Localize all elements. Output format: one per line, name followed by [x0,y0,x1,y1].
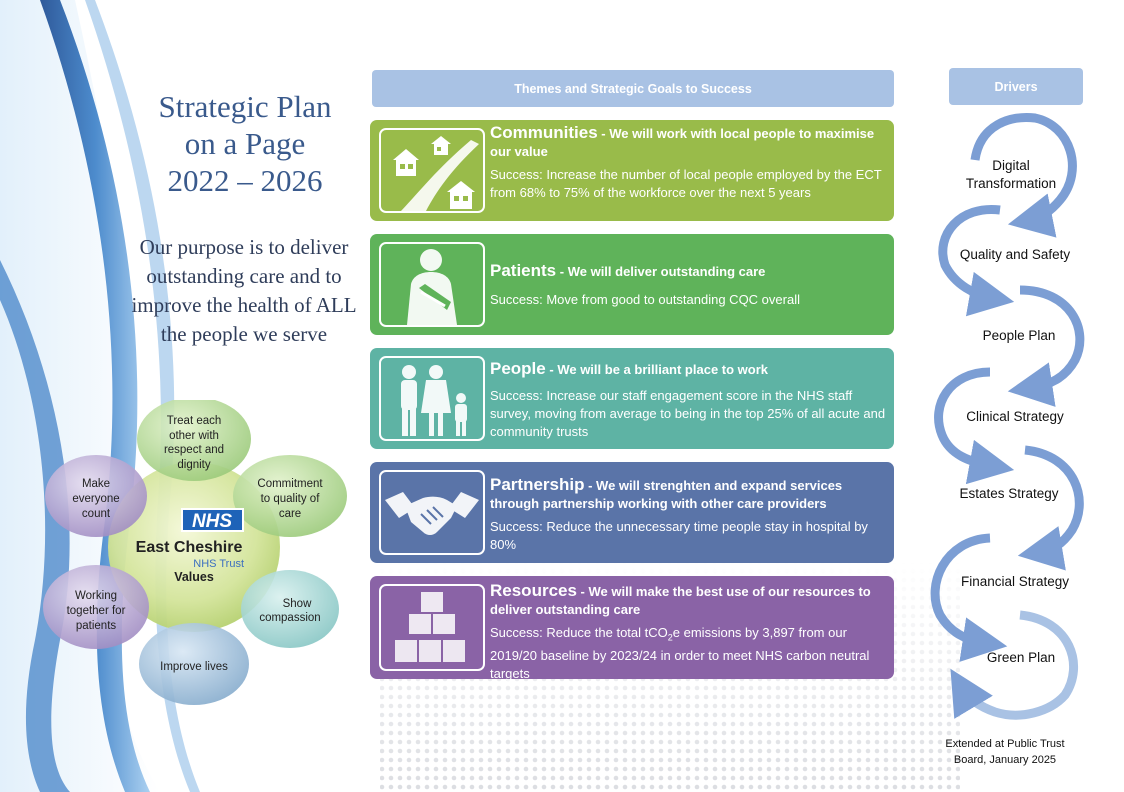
purpose-statement: Our purpose is to deliver outstanding ca… [131,235,357,346]
theme-title: Patients [490,261,557,280]
theme-success: Success: Increase the number of local pe… [490,167,882,200]
handshake-icon [379,470,485,555]
value-petal [139,623,249,705]
title-line: 2022 – 2026 [167,163,323,198]
value-petal [43,565,149,649]
flow-arrow [1007,285,1085,407]
flow-arrow [950,610,1078,720]
driver-financial-strategy: Financial Strategy [960,574,1070,589]
title-line: on a Page [184,126,306,161]
driver-clinical-strategy: Clinical Strategy [966,409,1064,424]
theme-goal: We will be a brilliant place to work [557,362,769,377]
driver-green-plan: Green Plan [986,650,1056,665]
theme-resources: Resources - We will make the best use of… [370,576,894,681]
footer-line: Extended at Public Trust [945,738,1065,750]
drivers-flow-arrows [930,113,1085,720]
theme-goal: We will strenghten and expand services t… [490,478,843,511]
theme-title: Communities [490,123,598,142]
driver-quality-safety: Quality and Safety [959,247,1071,262]
theme-goal: We will make the best use of our resourc… [490,584,871,617]
boxes-icon [379,584,485,671]
theme-title: Resources [490,581,577,600]
flow-arrow [970,113,1077,238]
value-petal [137,400,251,481]
drivers-header: Drivers [949,68,1083,105]
themes-header: Themes and Strategic Goals to Success [372,70,894,107]
footer-note: Extended at Public Trust Board, January … [925,736,1085,768]
flow-arrow [930,533,1008,662]
theme-success-subscript: 2 [667,632,673,643]
org-name: East Cheshire [136,539,243,556]
page-title: Strategic Plan on a Page 2022 – 2026 [120,88,370,199]
theme-communities: Communities - We will work with local pe… [370,120,894,221]
theme-patients: Patients - We will deliver outstanding c… [370,234,894,335]
theme-success: Success: Reduce the unnecessary time peo… [490,519,868,552]
flow-arrow [934,367,1015,485]
theme-title: Partnership [490,475,585,494]
theme-success: Success: Increase our staff engagement s… [490,388,886,439]
drivers-header-label: Drivers [994,79,1038,94]
driver-digital-transformation: Digital Transformation [936,157,1086,193]
values-label: Values [174,570,214,584]
theme-success-text: Success: Reduce the total tCO [490,625,668,640]
value-petal [233,455,347,537]
org-type: NHS Trust [193,558,244,570]
footer-line: Board, January 2025 [953,754,1057,766]
family-icon [379,356,485,441]
driver-people-plan: People Plan [982,328,1056,343]
theme-partnership: Partnership - We will strenghten and exp… [370,462,894,563]
theme-goal: We will deliver outstanding care [567,264,766,279]
flow-arrow [1017,445,1084,571]
value-label: Improve lives [160,661,228,673]
driver-label: Digital [992,158,1030,173]
value-petal [45,455,147,537]
theme-success: Success: Reduce the total tCO2e emission… [490,624,886,683]
driver-label: Transformation [965,176,1057,191]
theme-goal: We will work with local people to maximi… [490,126,875,159]
driver-estates-strategy: Estates Strategy [959,486,1059,501]
flow-arrow [938,204,1015,317]
houses-icon [379,128,485,213]
theme-success-text: e emissions by 3,897 from our 2019/20 ba… [490,625,870,681]
value-petal [241,570,339,648]
themes-header-label: Themes and Strategic Goals to Success [514,81,752,96]
theme-people: People - We will be a brilliant place to… [370,348,894,449]
patient-sling-icon [379,242,485,327]
nhs-logo-letters: NHS [192,511,232,532]
theme-success: Success: Move from good to outstanding C… [490,292,800,307]
title-line: Strategic Plan [158,89,332,124]
theme-title: People [490,359,546,378]
